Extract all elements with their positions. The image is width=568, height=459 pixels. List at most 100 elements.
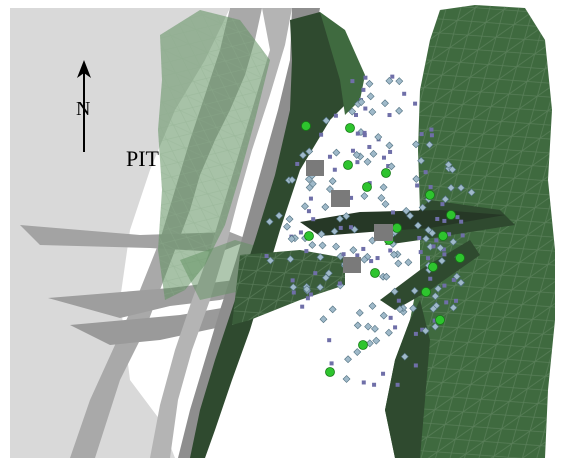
- event-diamond: [409, 304, 418, 313]
- event-diamond: [364, 322, 373, 331]
- large-event-sphere: [428, 262, 438, 272]
- event-diamond: [369, 149, 378, 158]
- large-event-sphere: [381, 168, 391, 178]
- fault-surface-dark: [190, 12, 365, 458]
- event-diamond: [447, 183, 455, 192]
- event-square: [417, 236, 422, 241]
- event-diamond: [285, 215, 294, 224]
- event-diamond: [381, 99, 389, 108]
- event-square: [306, 209, 311, 214]
- large-event-sphere: [435, 315, 445, 325]
- event-square: [381, 371, 386, 376]
- event-square: [349, 195, 354, 200]
- event-diamond: [357, 98, 366, 106]
- event-square: [361, 87, 366, 92]
- event-diamond: [385, 76, 394, 85]
- event-diamond: [414, 221, 422, 230]
- event-diamond: [400, 352, 409, 361]
- event-diamond: [449, 237, 458, 246]
- large-event-sphere: [438, 231, 448, 241]
- event-diamond: [332, 148, 341, 157]
- event-square: [442, 283, 447, 288]
- north-label: N: [76, 98, 91, 120]
- event-square: [333, 113, 338, 118]
- event-square: [348, 225, 353, 230]
- event-diamond: [381, 200, 390, 209]
- event-square: [291, 290, 296, 295]
- event-diamond: [418, 203, 427, 212]
- event-diamond: [299, 151, 307, 160]
- event-square: [429, 133, 434, 138]
- event-square: [395, 382, 400, 387]
- event-diamond: [316, 253, 325, 262]
- event-diamond: [286, 255, 295, 263]
- event-diamond: [283, 222, 291, 231]
- pit-label: PIT: [126, 146, 159, 171]
- event-square: [341, 252, 346, 257]
- event-square: [353, 112, 358, 117]
- event-diamond: [387, 162, 396, 171]
- event-square: [390, 210, 395, 215]
- large-event-sphere: [425, 190, 435, 200]
- event-square: [327, 154, 332, 159]
- event-diamond: [316, 283, 325, 292]
- event-square: [388, 315, 393, 320]
- event-square: [429, 127, 434, 132]
- event-square: [327, 338, 332, 343]
- event-diamond: [321, 203, 330, 211]
- event-diamond: [308, 179, 317, 188]
- event-diamond: [342, 375, 351, 383]
- north-arrow-icon: [77, 60, 91, 152]
- event-square: [295, 161, 300, 166]
- event-square: [319, 132, 324, 137]
- event-diamond: [328, 305, 337, 314]
- event-diamond: [431, 292, 440, 301]
- large-event-sphere: [325, 367, 335, 377]
- event-diamond: [437, 256, 446, 265]
- event-diamond: [301, 202, 309, 211]
- event-square: [440, 202, 445, 207]
- event-square: [428, 185, 433, 190]
- event-diamond: [374, 133, 383, 141]
- event-diamond: [328, 177, 337, 186]
- event-diamond: [452, 272, 461, 281]
- event-diamond: [322, 116, 331, 125]
- event-square: [329, 361, 334, 366]
- event-diamond: [448, 165, 457, 174]
- event-square: [460, 233, 465, 238]
- event-diamond: [266, 256, 275, 265]
- event-square: [442, 218, 447, 223]
- event-diamond: [332, 242, 340, 251]
- event-diamond: [467, 188, 476, 197]
- large-event-sphere: [392, 223, 402, 233]
- event-square: [419, 132, 424, 137]
- event-square: [363, 106, 368, 111]
- event-square: [300, 304, 305, 309]
- event-diamond: [434, 284, 443, 293]
- event-square: [435, 216, 440, 221]
- event-diamond: [457, 183, 465, 192]
- large-event-sphere: [358, 340, 368, 350]
- event-square: [426, 256, 431, 261]
- event-square: [372, 382, 377, 387]
- event-square: [447, 232, 452, 237]
- event-diamond: [417, 156, 426, 165]
- event-diamond: [406, 211, 415, 220]
- event-square: [428, 276, 433, 281]
- event-diamond: [352, 150, 361, 159]
- event-diamond: [302, 285, 311, 294]
- event-diamond: [368, 108, 377, 116]
- large-event-sphere: [455, 253, 465, 263]
- event-diamond: [366, 92, 375, 101]
- event-square: [415, 183, 420, 188]
- event-diamond: [379, 183, 388, 192]
- event-diamond: [353, 321, 362, 330]
- event-diamond: [395, 77, 404, 86]
- event-square: [459, 219, 464, 224]
- event-diamond: [449, 303, 458, 312]
- event-diamond: [305, 175, 313, 184]
- event-diamond: [355, 308, 364, 317]
- event-diamond: [394, 259, 403, 268]
- event-square: [332, 167, 337, 172]
- event-square: [363, 75, 368, 80]
